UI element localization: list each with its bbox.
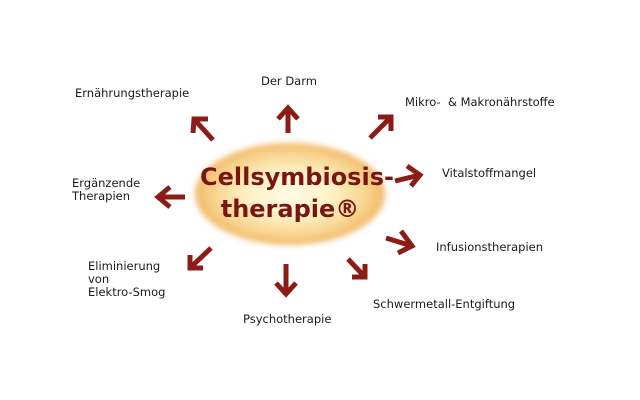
label-ergaenzend-line1: Ergänzende (72, 176, 141, 190)
arrow-upright-mikro (368, 114, 394, 140)
arrow-upleft-ernaehrung (190, 116, 215, 142)
label-schwermetall: Schwermetall-Entgiftung (373, 297, 516, 311)
label-psycho: Psychotherapie (243, 312, 332, 326)
label-elektro-line1: Eliminierung (88, 259, 161, 273)
label-ernaehrung: Ernährungstherapie (75, 86, 190, 100)
arrow-left-ergaenzend (154, 185, 185, 209)
arrow-downleft-elektro (187, 246, 213, 271)
label-mikro: Mikro- & Makronährstoffe (405, 95, 555, 109)
center-title-line1: Cellsymbiosis- (200, 163, 394, 191)
label-elektro-line2: von (88, 272, 110, 286)
arrow-downright-schwermetall (346, 257, 368, 280)
label-elektro: Eliminierung von Elektro-Smog (88, 260, 165, 299)
label-darm: Der Darm (261, 74, 317, 88)
label-elektro-line3: Elektro-Smog (88, 285, 166, 299)
arrow-right-vital (394, 163, 424, 188)
arrow-up-darm (276, 104, 300, 133)
label-ergaenzend-line2: Therapien (72, 189, 131, 203)
label-infusion: Infusionstherapien (436, 240, 544, 254)
center-glow (195, 143, 385, 245)
arrow-rightdown-infusion (385, 229, 416, 256)
arrow-down-psycho (274, 264, 298, 298)
center-title: Cellsymbiosis- therapie® (200, 161, 394, 225)
label-ergaenzend: Ergänzende Therapien (72, 177, 140, 203)
label-vital: Vitalstoffmangel (442, 166, 537, 180)
center-title-line2: therapie® (220, 195, 360, 223)
